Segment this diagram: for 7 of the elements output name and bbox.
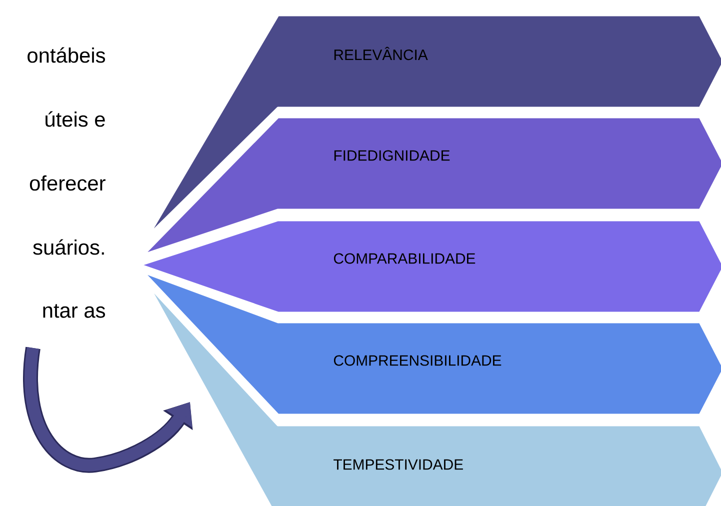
band: COMPARABILIDADE: [138, 218, 721, 314]
text-fragment: ntar as: [43, 304, 106, 318]
text-fragment: oferecer: [30, 175, 106, 191]
text-fragment: ontábeis: [28, 47, 106, 63]
band: COMPREENSIBILIDADE: [142, 270, 721, 416]
text-fragment: úteis e: [46, 111, 105, 127]
text-fragment: suários.: [33, 239, 104, 255]
